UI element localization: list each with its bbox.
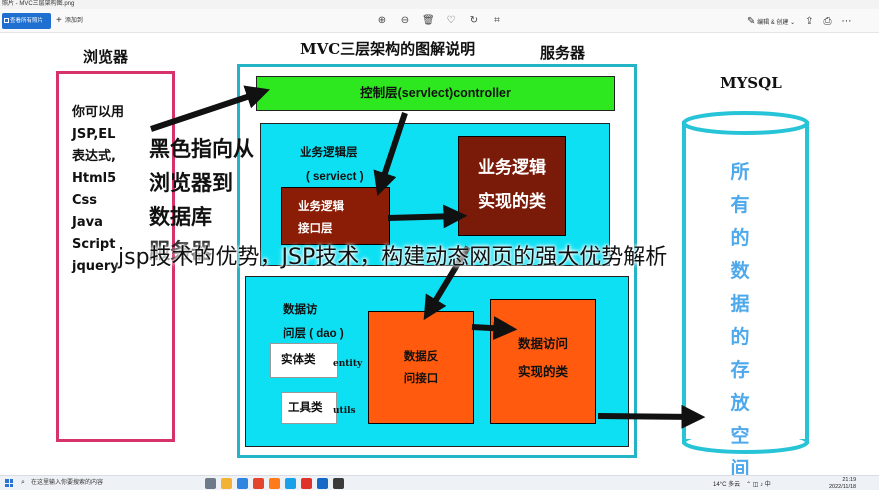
crop-icon[interactable]: ⌗ <box>494 15 500 26</box>
photo-toolbar: 查看所有照片 +添加到 ⊕ ⊖ 🗑 ♡ ↻ ⌗ ✎ 编辑 & 创建 ⌄ ⇪ ⎙ … <box>0 9 879 33</box>
file-explorer-icon[interactable] <box>221 478 232 489</box>
rotate-icon[interactable]: ↻ <box>469 15 479 26</box>
business-interface-line: 业务逻辑 <box>298 201 344 213</box>
search-icon: ⌕ <box>21 479 25 486</box>
dao-impl-line: 实现的类 <box>517 365 568 379</box>
app-icon[interactable] <box>333 478 344 489</box>
print-icon[interactable]: ⎙ <box>823 15 832 27</box>
controller-layer: 控制层(servlect)controller <box>256 76 615 111</box>
business-layer-line: 业务逻辑层 <box>300 147 358 159</box>
diagram-title: MVC三层架构的图解说明 <box>300 40 476 58</box>
business-layer-line: ( serviect ) <box>306 171 364 183</box>
db-char: 据 <box>730 294 750 315</box>
app-icon[interactable] <box>301 478 312 489</box>
dao-impl-line: 数据访问 <box>517 337 568 351</box>
business-impl-box: 业务逻辑 实现的类 <box>458 136 566 236</box>
utils-en-label: utils <box>333 406 356 416</box>
share-icon[interactable]: ⇪ <box>805 15 814 27</box>
weather-status[interactable]: 14°C 多云 <box>713 482 741 488</box>
db-char: 间 <box>730 459 750 480</box>
db-char: 存 <box>730 360 750 381</box>
flow-line: 服务器 <box>149 239 212 263</box>
dao-layer-label: 数据访 问层 ( dao ) <box>283 298 344 346</box>
taskbar-search[interactable]: ⌕ 在这里输入你要搜索的内容 <box>21 479 201 488</box>
browser-tech-item: Java <box>72 215 103 230</box>
database-cylinder <box>682 111 809 454</box>
db-char: 放 <box>730 393 750 414</box>
db-char: 空 <box>730 426 750 447</box>
dao-impl-box: 数据访问 实现的类 <box>490 299 596 424</box>
toolbar-icon-group: ⊕ ⊖ 🗑 ♡ ↻ ⌗ <box>376 14 503 28</box>
dao-layer-line: 问层 ( dao ) <box>283 328 344 340</box>
dao-interface-box: 数据反 问接口 <box>368 311 474 424</box>
add-to-label: 添加到 <box>64 18 83 24</box>
browser-title: 浏览器 <box>83 48 129 66</box>
database-description: 所 有 的 数 据 的 存 放 空 间 <box>720 156 760 486</box>
db-char: 的 <box>730 228 750 249</box>
edit-icon: ✎ <box>747 15 756 27</box>
dao-layer-line: 数据访 <box>283 304 318 316</box>
more-icon[interactable]: ⋯ <box>841 15 852 27</box>
browser-tech-item: Css <box>72 193 98 208</box>
browser-tech-item: 你可以用 <box>72 105 125 120</box>
browser-box <box>56 71 175 442</box>
db-char: 有 <box>730 195 750 216</box>
photos-app-icon[interactable] <box>317 478 328 489</box>
clock-date: 2022/11/18 <box>829 483 857 490</box>
toolbar-right: ✎ 编辑 & 创建 ⌄ ⇪ ⎙ ⋯ <box>747 14 852 28</box>
image-caption: jsp技术的优势，JSP技术，构建动态网页的强大优势解析 <box>118 245 668 270</box>
browser-tech-item: jquery <box>72 259 119 274</box>
business-interface-line: 接口层 <box>298 223 333 235</box>
browser-tech-list: 你可以用 JSP,EL 表达式, Html5 Css Java Script j… <box>72 102 124 278</box>
db-char: 的 <box>730 327 750 348</box>
browser-tech-item: 表达式, <box>72 149 116 164</box>
browser-tech-item: Script <box>72 237 116 252</box>
favorite-icon[interactable]: ♡ <box>446 15 456 26</box>
plus-icon: + <box>56 15 62 26</box>
title-bar: 照片 - MVC三层架构图.png <box>0 0 879 9</box>
system-clock[interactable]: 21:19 2022/11/18 <box>829 477 856 490</box>
dao-interface-line: 数据反 <box>403 351 439 363</box>
photos-icon <box>4 18 9 23</box>
clock-time: 21:19 <box>842 477 857 483</box>
dao-interface-line: 问接口 <box>403 373 439 385</box>
see-all-photos-button[interactable]: 查看所有照片 <box>2 13 51 29</box>
edge-icon[interactable] <box>237 478 248 489</box>
app-icon[interactable] <box>285 478 296 489</box>
add-to-button[interactable]: +添加到 <box>56 13 83 29</box>
utils-box: 工具类 <box>281 392 337 424</box>
app-icon[interactable] <box>269 478 280 489</box>
business-impl-line: 业务逻辑 <box>478 158 546 177</box>
edit-create-label: 编辑 & 创建 <box>757 19 789 26</box>
windows-taskbar: ⌕ 在这里输入你要搜索的内容 14°C 多云 ⌃ ◫ ♪ 中 21:19 202… <box>0 475 879 490</box>
taskbar-apps <box>205 478 344 489</box>
edit-create-button[interactable]: ✎ 编辑 & 创建 ⌄ <box>747 15 796 27</box>
tray-icons[interactable]: ⌃ ◫ ♪ 中 <box>746 482 771 488</box>
see-all-photos-label: 查看所有照片 <box>10 18 44 24</box>
business-layer-label: 业务逻辑层 ( serviect ) <box>300 141 364 189</box>
system-tray: 14°C 多云 ⌃ ◫ ♪ 中 <box>713 477 771 490</box>
delete-icon[interactable]: 🗑 <box>422 15 435 26</box>
search-placeholder: 在这里输入你要搜索的内容 <box>31 480 104 486</box>
flow-line: 浏览器到 <box>149 171 233 195</box>
windows-start-icon[interactable] <box>5 479 13 487</box>
business-impl-line: 实现的类 <box>478 192 546 211</box>
entity-box: 实体类 <box>270 343 338 378</box>
task-view-icon[interactable] <box>205 478 216 489</box>
chrome-icon[interactable] <box>253 478 264 489</box>
browser-tech-item: Html5 <box>72 171 117 186</box>
db-char: 所 <box>730 162 750 183</box>
business-interface-box: 业务逻辑 接口层 <box>281 187 390 245</box>
db-char: 数 <box>730 261 750 282</box>
zoom-out-icon[interactable]: ⊖ <box>400 15 410 26</box>
db-title: MYSQL <box>720 74 782 92</box>
server-title: 服务器 <box>540 44 586 62</box>
window-title: 照片 - MVC三层架构图.png <box>2 1 75 7</box>
flow-line: 数据库 <box>149 205 212 229</box>
entity-en-label: entity <box>333 359 363 369</box>
flow-description: 黑色指向从 浏览器到 数据库 服务器 <box>149 132 254 268</box>
zoom-in-icon[interactable]: ⊕ <box>377 15 387 26</box>
flow-line: 黑色指向从 <box>149 137 254 161</box>
browser-tech-item: JSP,EL <box>72 127 116 142</box>
